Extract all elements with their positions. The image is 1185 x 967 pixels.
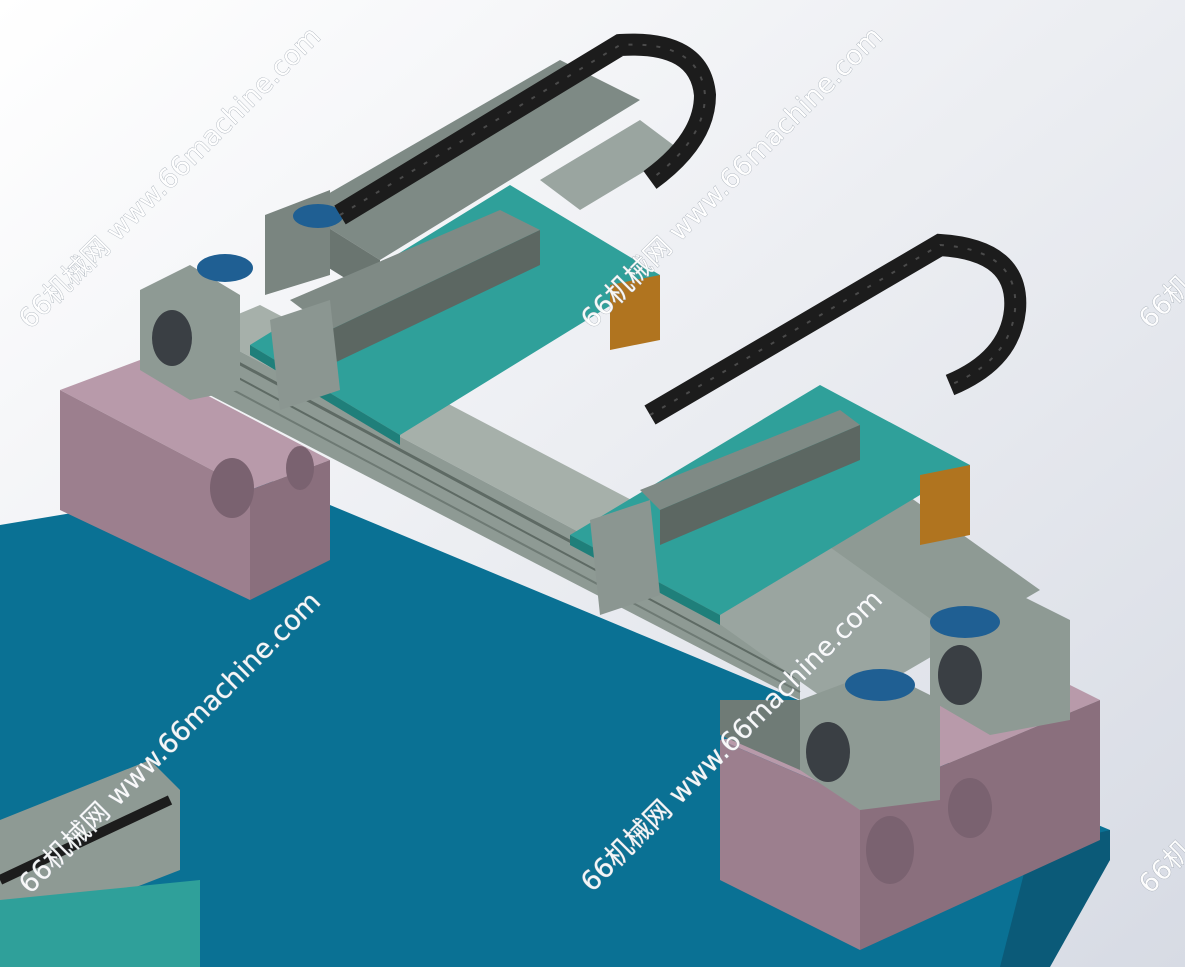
left-base-block bbox=[60, 360, 330, 600]
motor-caps bbox=[197, 204, 1000, 701]
cable-chain-links bbox=[339, 43, 1017, 416]
bottom-left-module bbox=[0, 760, 200, 967]
motor-housings bbox=[140, 190, 1070, 810]
back-z-module bbox=[270, 210, 540, 410]
front-z-module bbox=[590, 410, 860, 615]
